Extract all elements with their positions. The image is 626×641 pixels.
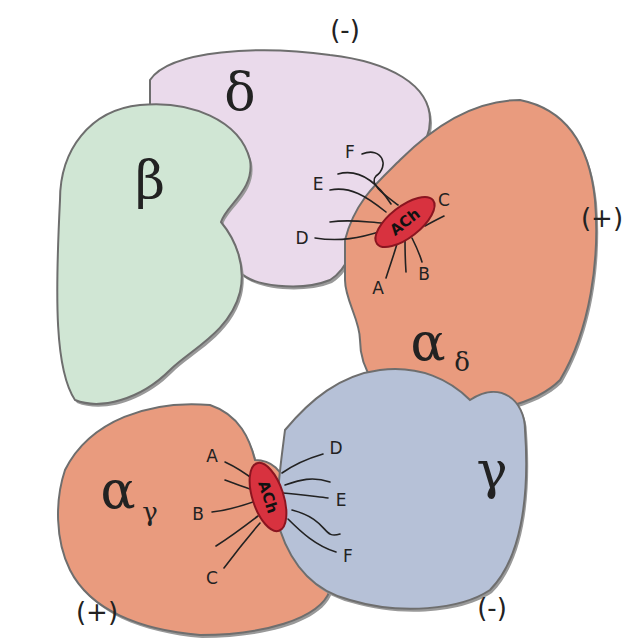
loop-letter: F <box>343 548 353 565</box>
subunit-outline <box>50 95 260 415</box>
loop-line <box>283 493 328 498</box>
subunit-subscript: δ <box>454 349 470 375</box>
loop-letter: C <box>438 192 450 209</box>
beta-subunit: β <box>50 95 260 415</box>
ach-ellipse <box>367 188 442 256</box>
loop-line <box>212 501 256 512</box>
ach-ellipse <box>242 458 293 535</box>
loop-line <box>330 221 384 223</box>
charge-sign: (-) <box>477 595 507 621</box>
loop-line <box>338 173 391 204</box>
subunit-name: α <box>410 316 445 368</box>
subunit-name: γ <box>476 444 507 496</box>
loop-letter: B <box>192 506 204 523</box>
gamma-subunit: γ <box>272 362 534 620</box>
loop-letter: D <box>295 230 308 247</box>
loop-line <box>282 454 323 473</box>
loop-letter: A <box>372 280 384 297</box>
subunit-body <box>57 104 250 404</box>
subunit-subscript: γ <box>142 499 158 525</box>
loop-line <box>224 523 260 568</box>
subunit-body <box>278 369 526 609</box>
loop-line <box>292 510 340 535</box>
loop-letter: D <box>329 440 342 457</box>
subunit-body <box>345 100 596 414</box>
subunit-name: α <box>100 464 135 516</box>
loop-line <box>405 240 406 272</box>
loop-letter: C <box>206 570 218 587</box>
loop-line <box>330 189 386 212</box>
subunit-name: δ <box>224 66 255 118</box>
charge-sign: (-) <box>330 17 360 43</box>
loop-letter: E <box>313 176 324 193</box>
loop-line <box>315 231 382 240</box>
subunit-name: β <box>135 154 165 206</box>
loop-line <box>216 516 258 546</box>
loop-line <box>285 479 330 485</box>
charge-sign: (+) <box>581 205 623 231</box>
loop-letter: B <box>418 266 430 283</box>
loop-line <box>288 519 336 552</box>
loop-letter: A <box>206 448 218 465</box>
loop-line <box>362 152 398 205</box>
charge-sign: (+) <box>76 599 118 625</box>
loop-line <box>412 238 422 262</box>
loop-letter: E <box>336 492 347 509</box>
loop-letter: F <box>345 144 355 161</box>
